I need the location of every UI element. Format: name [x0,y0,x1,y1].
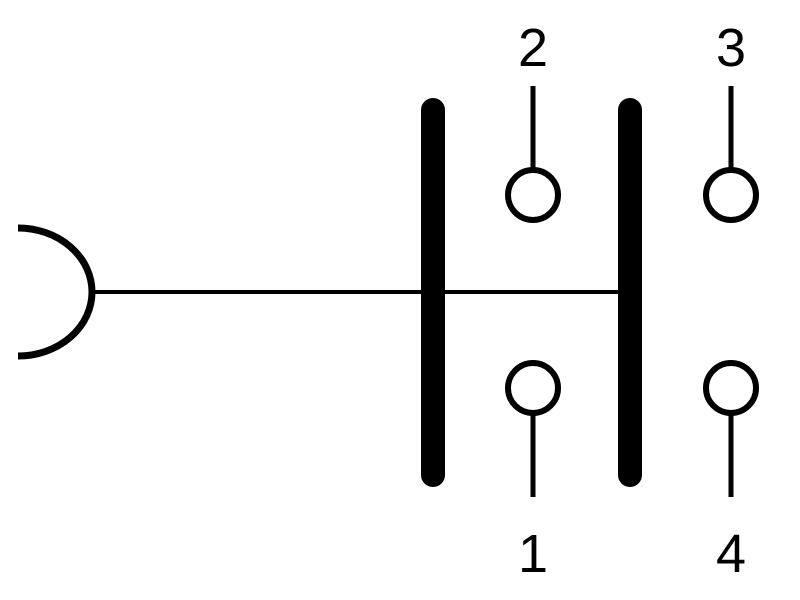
terminal-2: 2 [505,18,561,223]
terminal-1: 1 [505,360,561,584]
terminal-4-label: 4 [716,524,746,584]
terminal-3: 3 [703,18,759,223]
terminal-1-contact [505,360,561,416]
terminal-2-label: 2 [518,18,548,78]
terminal-4-contact [703,360,759,416]
terminal-1-label: 1 [518,524,548,584]
actuator-arc [17,224,96,360]
terminal-2-contact [505,167,561,223]
terminal-3-label: 3 [716,18,746,78]
terminal-4: 4 [703,360,759,584]
terminal-3-contact [703,167,759,223]
